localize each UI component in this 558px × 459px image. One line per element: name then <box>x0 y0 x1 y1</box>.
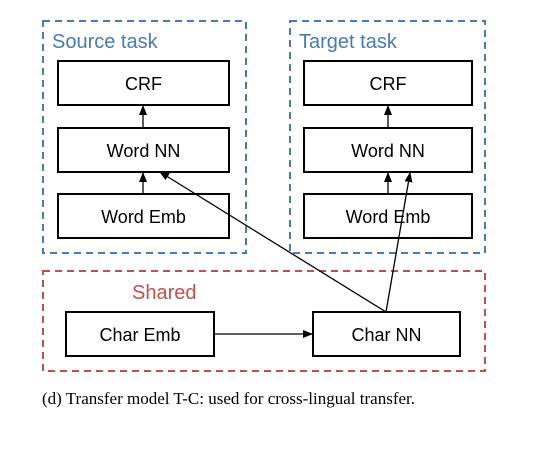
source-word-nn-node: Word NN <box>57 127 230 173</box>
source-word-nn-label: Word NN <box>107 141 181 161</box>
target-word-nn-label: Word NN <box>351 141 425 161</box>
source-task-frame <box>42 20 247 254</box>
arrow-char-nn-to-target-word-nn <box>385 172 413 313</box>
target-word-emb-node: Word Emb <box>303 193 473 239</box>
target-word-emb-label: Word Emb <box>346 207 431 227</box>
target-crf-node: CRF <box>303 60 473 106</box>
shared-group: Shared <box>42 270 486 372</box>
char-emb-node: Char Emb <box>65 311 215 357</box>
target-task-frame <box>289 20 486 254</box>
shared-frame <box>42 270 486 372</box>
target-task-label: Target task <box>299 31 398 53</box>
shared-label: Shared <box>132 282 197 304</box>
source-word-emb-node: Word Emb <box>57 193 230 239</box>
target-word-nn-node: Word NN <box>303 127 473 173</box>
figure-caption: (d) Transfer model T-C: used for cross-l… <box>42 389 415 408</box>
char-nn-label: Char NN <box>351 325 421 345</box>
arrow-char-nn-to-source-word-nn <box>159 171 387 313</box>
source-task-group: Source task <box>42 20 247 254</box>
target-crf-label: CRF <box>370 74 407 94</box>
source-crf-label: CRF <box>125 74 162 94</box>
source-task-label: Source task <box>52 31 159 53</box>
source-word-emb-label: Word Emb <box>101 207 186 227</box>
source-crf-node: CRF <box>57 60 230 106</box>
char-nn-node: Char NN <box>312 311 461 357</box>
target-task-group: Target task <box>289 20 486 254</box>
char-emb-label: Char Emb <box>99 325 180 345</box>
